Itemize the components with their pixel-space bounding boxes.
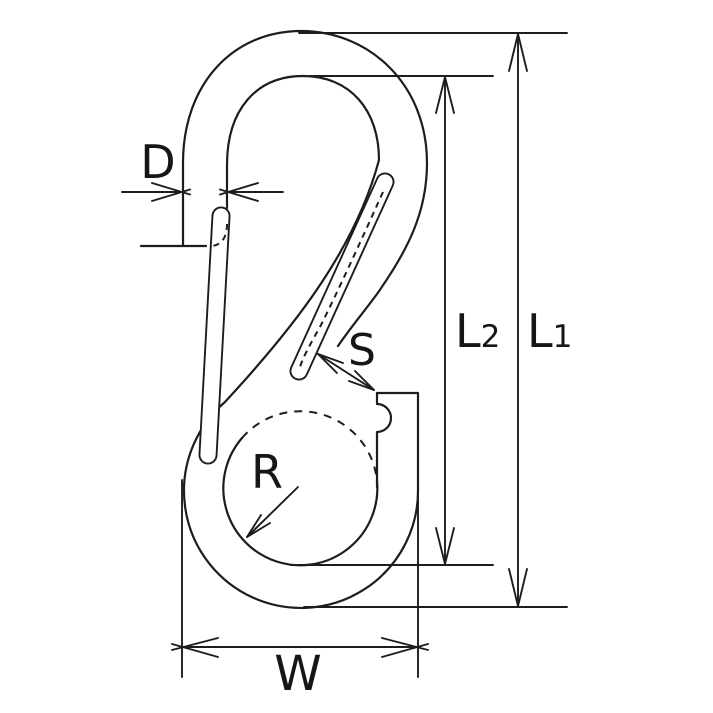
hook-body (139, 29, 429, 424)
dimension-l1 (298, 32, 568, 608)
label-l2-subscript: 2 (481, 319, 501, 355)
hidden-edge-behind-lower-gate (299, 191, 384, 368)
dimension-w (171, 479, 429, 678)
hook-body-outer-edge (181, 29, 429, 348)
w-arrowhead-right (381, 637, 429, 651)
label-l1: L1 (527, 304, 572, 358)
upper-gate (198, 206, 231, 465)
label-d: D (140, 135, 175, 189)
catch-notch-bump (375, 391, 393, 489)
hook-end-tab (375, 391, 420, 492)
dimension-d (121, 182, 284, 202)
s-arrowhead-upper (317, 353, 344, 374)
bottom-loop (182, 372, 420, 610)
lower-gate-body (291, 174, 393, 379)
l1-arrowhead-top (508, 33, 528, 72)
label-l2: L2 (455, 304, 500, 358)
label-s: S (348, 325, 376, 376)
s-arrowhead-lower (348, 370, 375, 391)
label-l1-base: L (527, 304, 553, 358)
bottom-loop-fill (183, 372, 419, 608)
r-leader-line (246, 486, 299, 538)
l1-arrowhead-bottom (508, 568, 528, 607)
l2-arrowhead-bottom (435, 527, 455, 565)
r-arrowhead (246, 514, 271, 538)
label-l1-subscript: 1 (553, 319, 573, 355)
dimension-s (317, 353, 375, 391)
dimension-l2 (290, 75, 494, 566)
upper-gate-body (200, 208, 229, 463)
hidden-edge-behind-upper-gate (209, 223, 228, 247)
label-r: R (251, 445, 283, 499)
bottom-loop-outer-arc (182, 400, 420, 610)
s-dimension-line (317, 353, 375, 391)
hook-body-inner-edge (223, 74, 381, 404)
label-l2-base: L (455, 304, 481, 358)
w-arrowhead-left (171, 637, 219, 651)
hidden-inner-circle-arc (241, 410, 378, 482)
d-arrowhead-right (219, 182, 259, 196)
dimension-r (246, 486, 299, 538)
l2-arrowhead-top (435, 76, 455, 114)
lower-gate (289, 172, 395, 381)
label-w: W (274, 646, 321, 702)
hidden-edges (209, 191, 384, 482)
bottom-loop-inner-arc (222, 436, 379, 567)
d-arrowhead-left (151, 182, 191, 196)
